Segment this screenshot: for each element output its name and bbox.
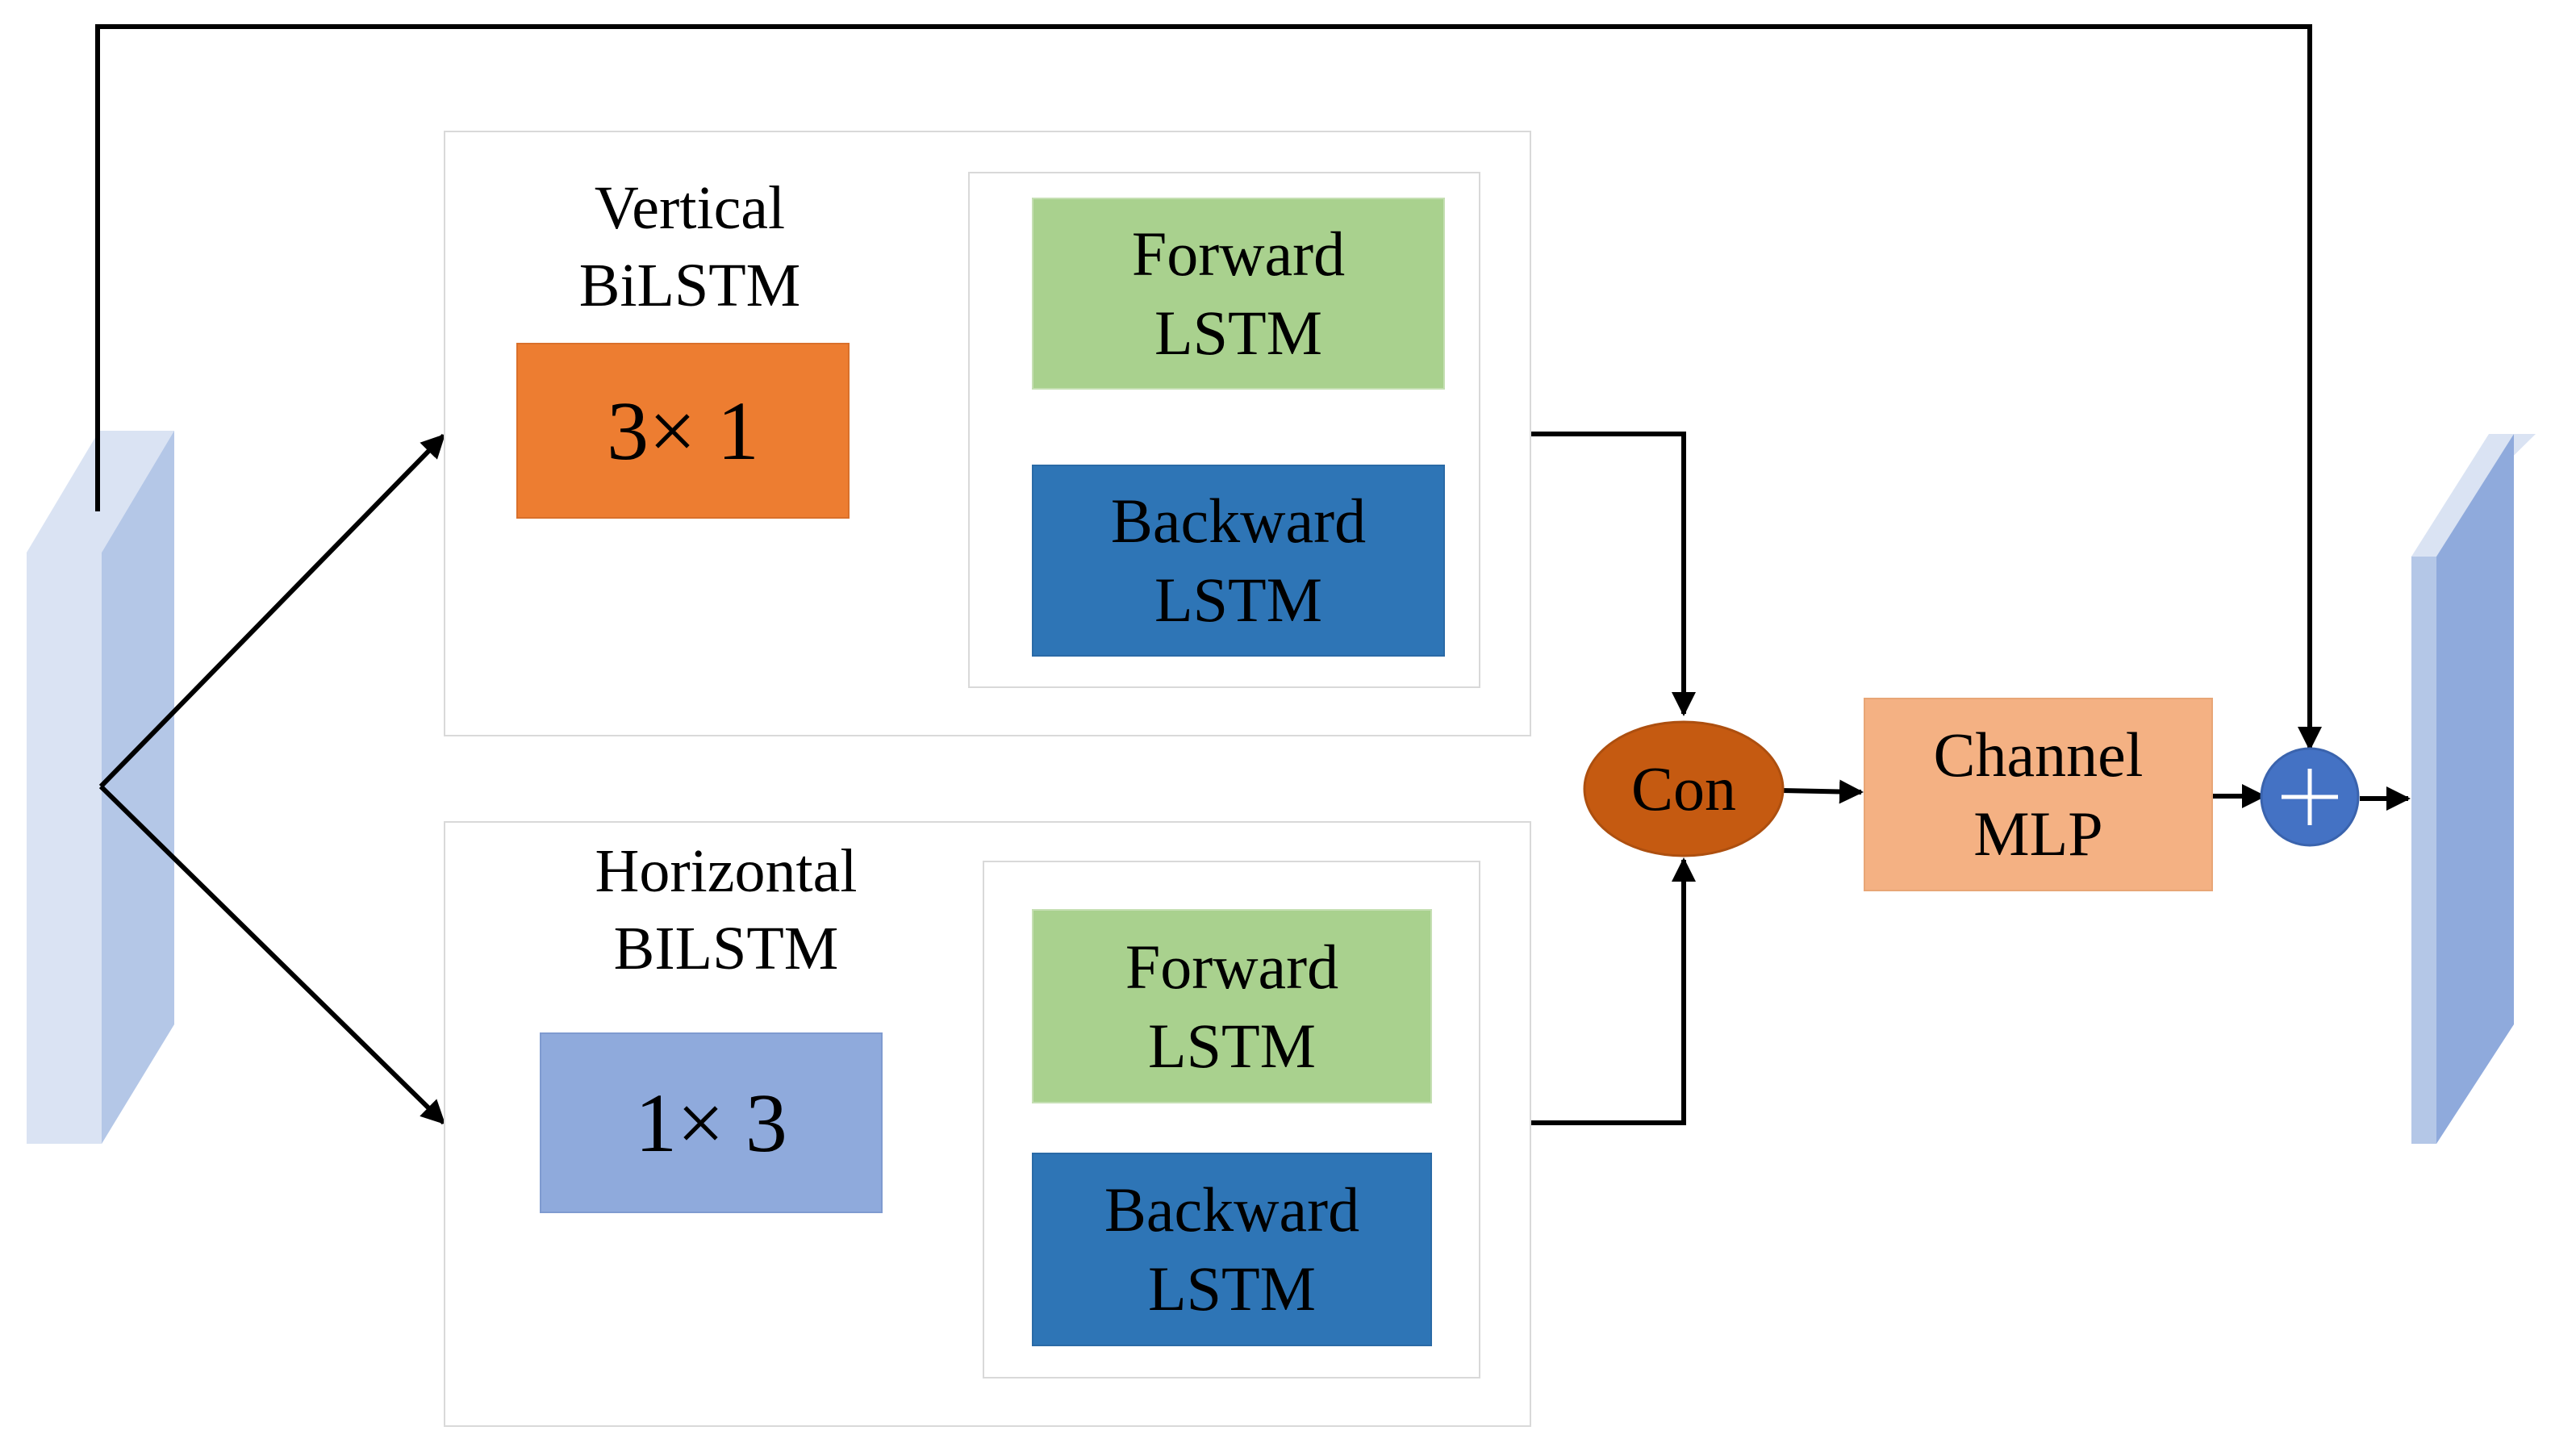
vertical-bilstm-title: Vertical BiLSTM (578, 174, 801, 319)
channel-mlp-box: Channel MLP (1864, 698, 2213, 891)
arrow-horizontal-to-concat (1530, 857, 1696, 1125)
horizontal-forward-lstm: Forward LSTM (1032, 909, 1432, 1103)
input-feature-map (27, 431, 174, 1144)
arrow-to-horizontal (98, 784, 446, 1125)
concat-label: Con (1630, 753, 1737, 824)
arrow-to-vertical (98, 433, 446, 789)
add-node (2260, 747, 2360, 847)
vertical-backward-lstm: Backward LSTM (1032, 465, 1445, 657)
horizontal-backward-lstm: Backward LSTM (1032, 1153, 1432, 1346)
output-feature-map (2411, 434, 2536, 1144)
horizontal-kernel-box: 1× 3 (540, 1032, 883, 1213)
vertical-forward-lstm: Forward LSTM (1032, 198, 1445, 390)
arrow-concat-to-mlp (1781, 779, 1864, 804)
arrow-vertical-to-concat (1530, 432, 1696, 716)
vertical-kernel-box: 3× 1 (516, 343, 850, 519)
skip-connection-line (95, 24, 2322, 751)
horizontal-bilstm-title: Horizontal BILSTM (595, 837, 858, 982)
concat-node (1583, 720, 1785, 857)
plus-icon (2282, 769, 2338, 825)
